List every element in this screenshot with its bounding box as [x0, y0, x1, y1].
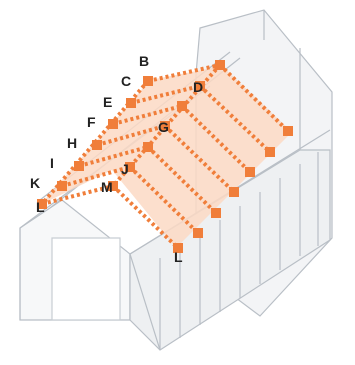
label-l-bottom: L: [174, 249, 183, 265]
label-j: J: [121, 161, 129, 177]
label-h: H: [67, 135, 77, 151]
square-bracket-icon: [283, 126, 293, 136]
point-labels: B C D E F G H I J K L M L: [30, 53, 203, 265]
square-bracket-icon: [143, 76, 153, 86]
square-bracket-icon: [108, 119, 118, 129]
label-d: D: [193, 79, 203, 95]
square-bracket-icon: [74, 161, 84, 171]
square-bracket-icon: [173, 243, 183, 253]
square-bracket-icon: [92, 140, 102, 150]
square-bracket-icon: [125, 162, 135, 172]
label-l-left: L: [36, 199, 45, 215]
label-k: K: [30, 175, 40, 191]
label-m: M: [101, 179, 113, 195]
square-bracket-icon: [265, 147, 275, 157]
square-bracket-icon: [229, 187, 239, 197]
square-bracket-icon: [215, 60, 225, 70]
square-bracket-icon: [108, 181, 118, 191]
square-bracket-icon: [126, 98, 136, 108]
label-c: C: [121, 73, 131, 89]
label-g: G: [158, 119, 169, 135]
label-b: B: [139, 53, 149, 69]
square-bracket-icon: [195, 81, 205, 91]
label-f: F: [87, 114, 96, 130]
label-i: I: [50, 155, 54, 171]
brackets: [37, 60, 293, 253]
square-bracket-icon: [160, 121, 170, 131]
label-e: E: [103, 94, 112, 110]
square-bracket-icon: [57, 181, 67, 191]
square-bracket-icon: [211, 208, 221, 218]
square-bracket-icon: [177, 101, 187, 111]
square-bracket-icon: [143, 142, 153, 152]
square-bracket-icon: [37, 199, 47, 209]
square-bracket-icon: [245, 167, 255, 177]
square-bracket-icon: [193, 228, 203, 238]
